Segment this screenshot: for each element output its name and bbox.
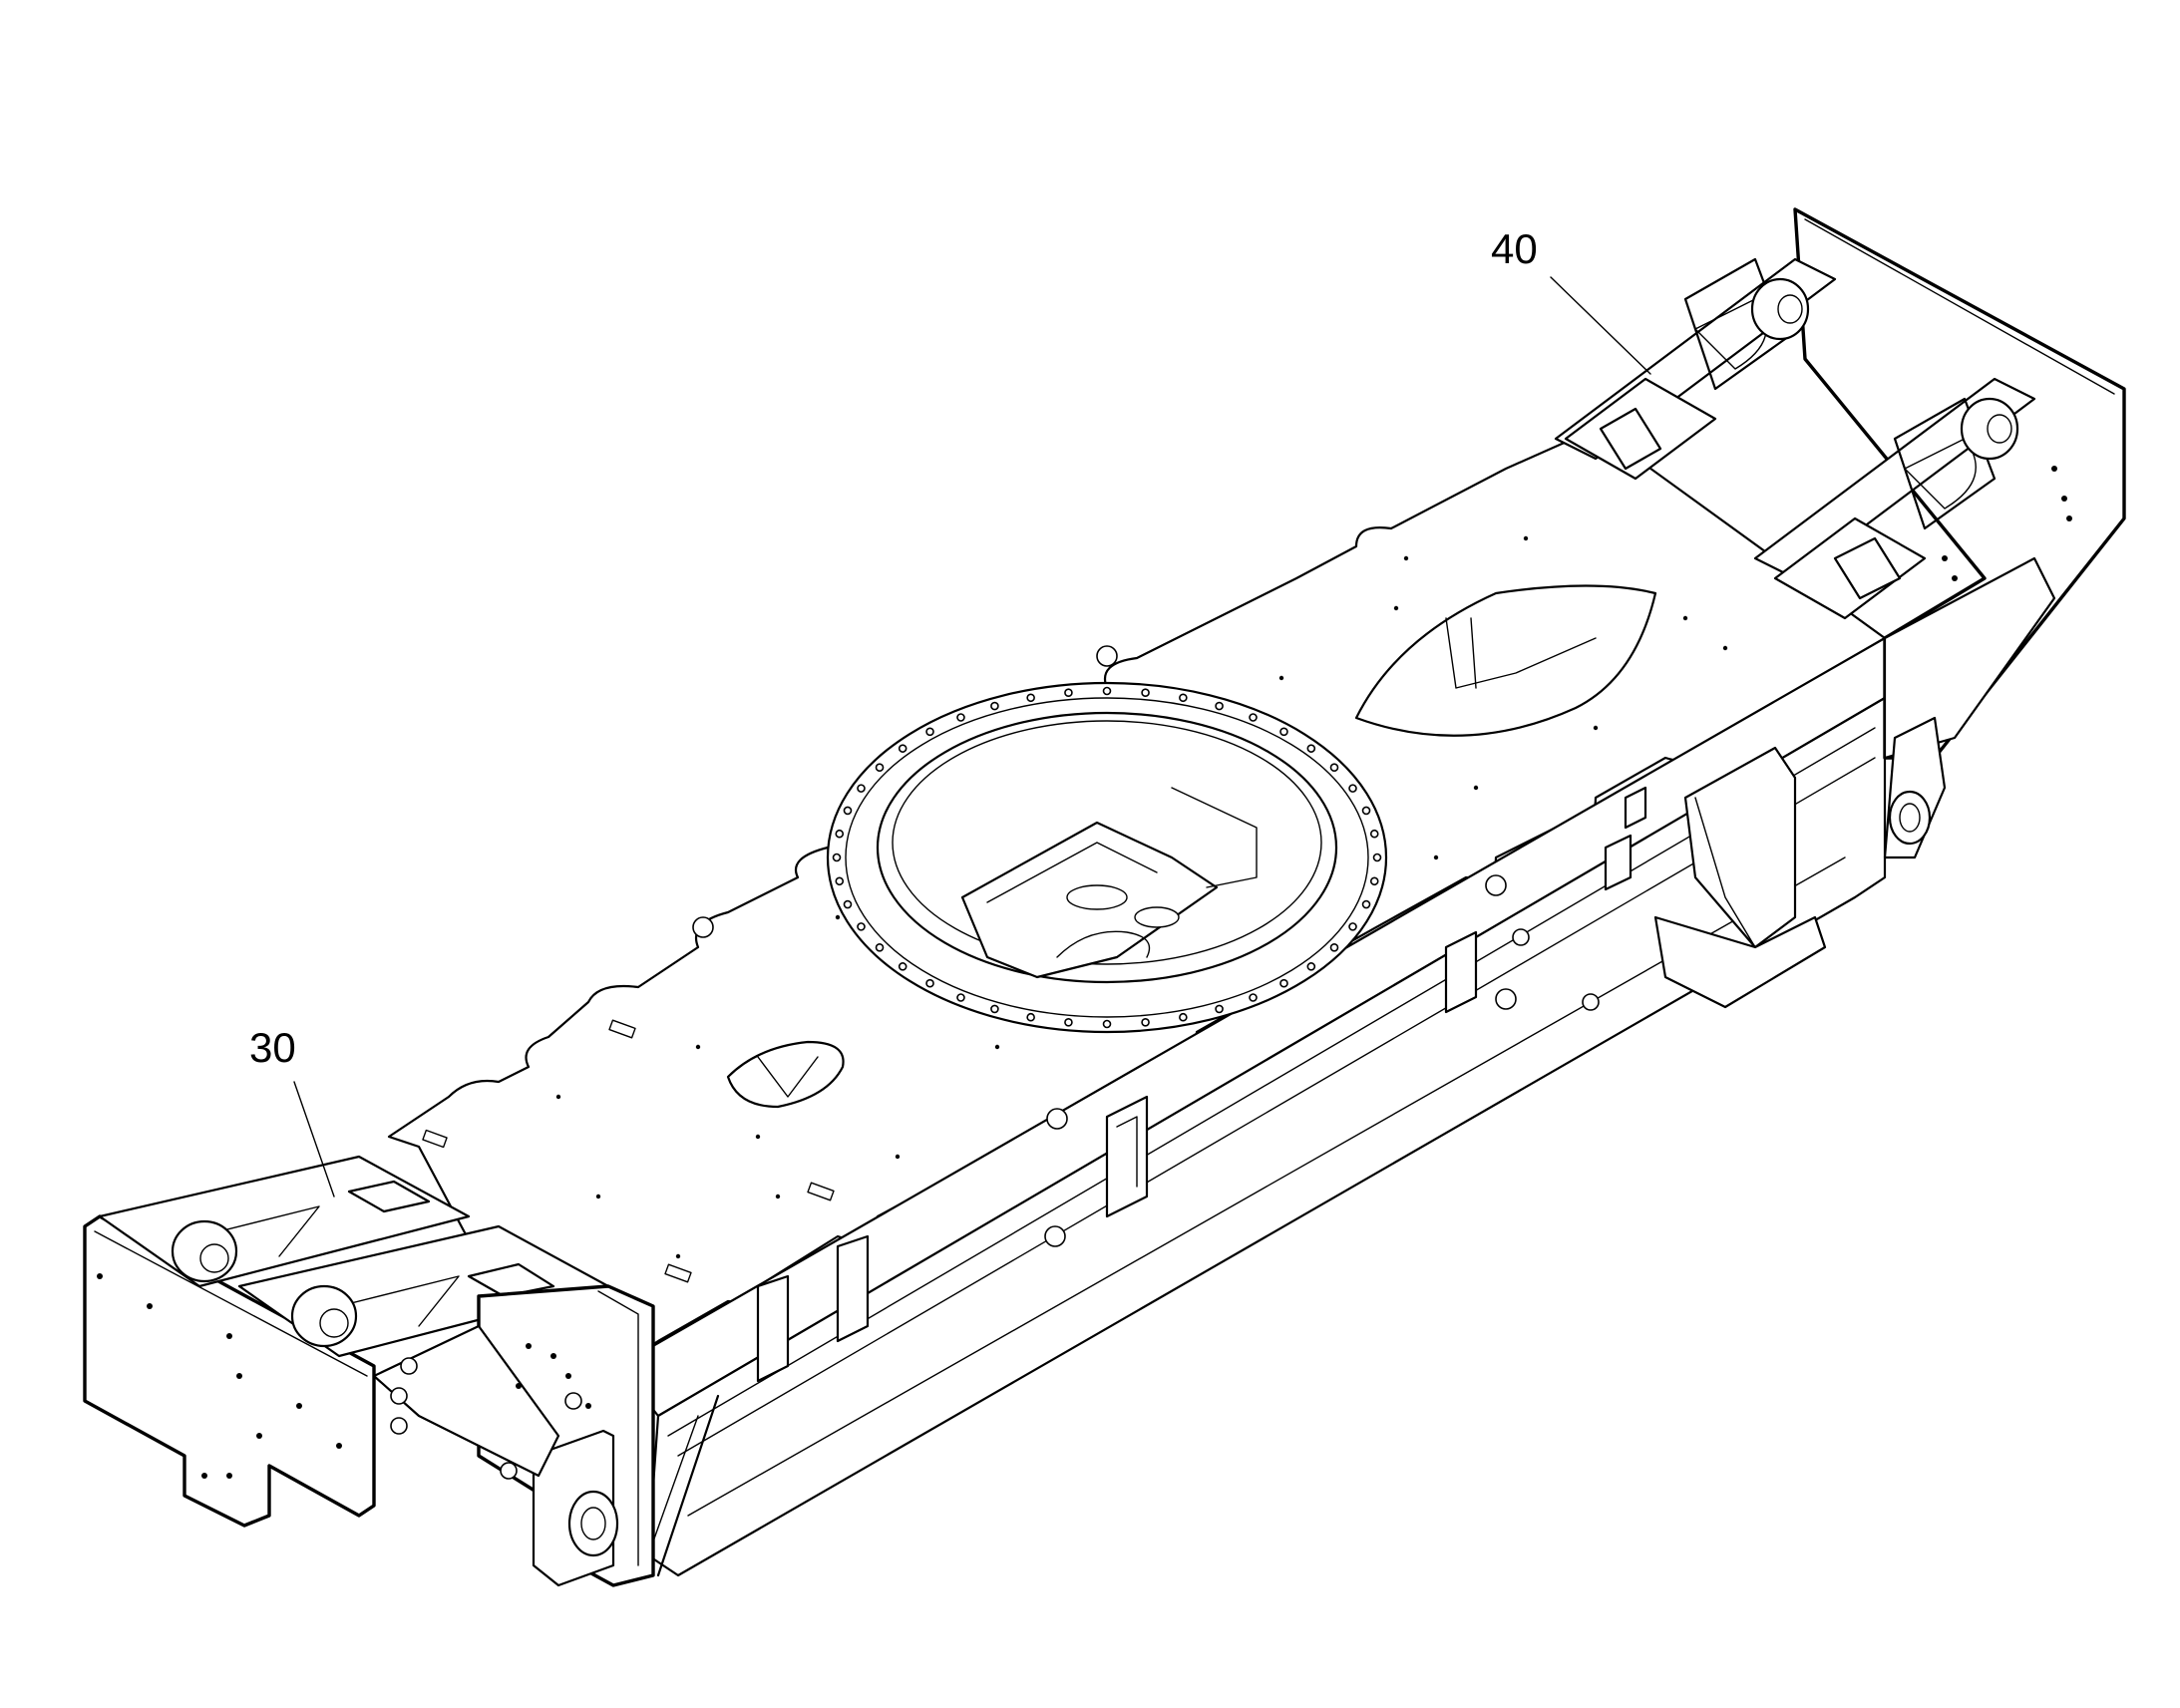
ring-bolt-hole: [835, 829, 845, 839]
ring-bolt-hole: [1179, 693, 1188, 703]
callout-40-label: 40: [1491, 225, 1538, 272]
ring-bolt-hole: [1026, 1012, 1035, 1022]
callout-30-label: 30: [249, 1024, 296, 1071]
ring-bolt-hole: [1369, 829, 1379, 839]
ring-bolt-hole: [1249, 713, 1258, 722]
ring-bolt-hole: [875, 942, 885, 952]
ring-bolt-hole: [956, 993, 965, 1002]
ring-bolt-hole: [1348, 784, 1357, 793]
oval-access-opening: [1354, 584, 1657, 737]
ring-bolt-hole: [1249, 993, 1258, 1002]
ring-bolt-hole: [857, 784, 866, 793]
ring-bolt-hole: [898, 962, 908, 971]
ring-bolt-hole: [925, 978, 934, 988]
ring-bolt-hole: [1372, 853, 1382, 862]
ring-bolt-hole: [1215, 1004, 1224, 1014]
ring-bolt-hole: [990, 701, 999, 711]
rear-side-face: [1883, 556, 2056, 760]
ring-bolt-hole: [956, 713, 965, 722]
ring-bolt-hole: [1361, 806, 1371, 816]
ring-bolt-hole: [875, 763, 885, 773]
callout-40-leader: [1550, 276, 1651, 375]
ring-bolt-hole: [835, 876, 845, 886]
ring-bolt-hole: [1329, 763, 1339, 773]
front-diagonal-support-2: [647, 1415, 699, 1556]
side-stiffeners: [756, 786, 1647, 1383]
callout-40: 40: [1491, 225, 1651, 375]
ring-bolt-hole: [857, 922, 866, 931]
ring-bolt-hole: [1179, 1012, 1188, 1022]
small-access-opening: [726, 1040, 845, 1109]
frame-bottom-edge: [687, 856, 1846, 1517]
ring-bolt-hole: [1361, 899, 1371, 909]
ring-bolt-hole: [1369, 876, 1379, 886]
ring-bolt-hole: [1306, 962, 1316, 971]
slewing-ring: [826, 681, 1388, 1034]
callout-30: 30: [249, 1024, 335, 1197]
ring-bolt-hole: [1329, 942, 1339, 952]
frame-mounting-holes: [692, 645, 1600, 1247]
frame-side-ledge-2: [677, 757, 1876, 1457]
ring-bolt-hole: [925, 727, 934, 737]
ring-bolt-hole: [843, 806, 853, 816]
front-plate-dots: [97, 1273, 591, 1479]
ring-bolt-hole: [1141, 688, 1150, 697]
ring-bolt-hole: [1102, 686, 1112, 696]
ring-bolt-hole: [1026, 693, 1035, 703]
ring-bolt-hole: [1064, 1018, 1073, 1027]
ring-bolt-hole: [990, 1004, 999, 1014]
rear-outrigger-box: [1554, 207, 2126, 859]
rear-support-bracket: [1653, 746, 1827, 1009]
frame-slots: [422, 1019, 835, 1283]
ring-bolt-hole: [1064, 688, 1073, 697]
slewing-ring-inner: [876, 711, 1338, 984]
ring-bolt-hole: [1279, 978, 1288, 988]
ring-bolt-hole: [832, 853, 842, 862]
slewing-ring-bolt-holes: [832, 686, 1382, 1029]
frame-side-ledge: [667, 727, 1876, 1437]
ring-bolt-hole: [1215, 701, 1224, 711]
access-openings: [726, 584, 1657, 1109]
front-outrigger-box: [83, 1155, 655, 1587]
ring-bolt-hole: [1141, 1018, 1150, 1027]
ring-bolt-hole: [1306, 744, 1316, 753]
slewing-ring-flange: [845, 697, 1369, 1018]
front-diagonal-support: [656, 1394, 720, 1577]
slewing-ring-inner-2: [892, 720, 1322, 965]
ring-bolt-hole: [1279, 727, 1288, 737]
ring-bolt-hole: [1348, 922, 1357, 931]
callout-30-leader: [293, 1081, 335, 1197]
ring-bolt-hole: [898, 744, 908, 753]
ring-bolt-hole: [843, 899, 853, 909]
ring-bolt-hole: [1102, 1019, 1112, 1029]
